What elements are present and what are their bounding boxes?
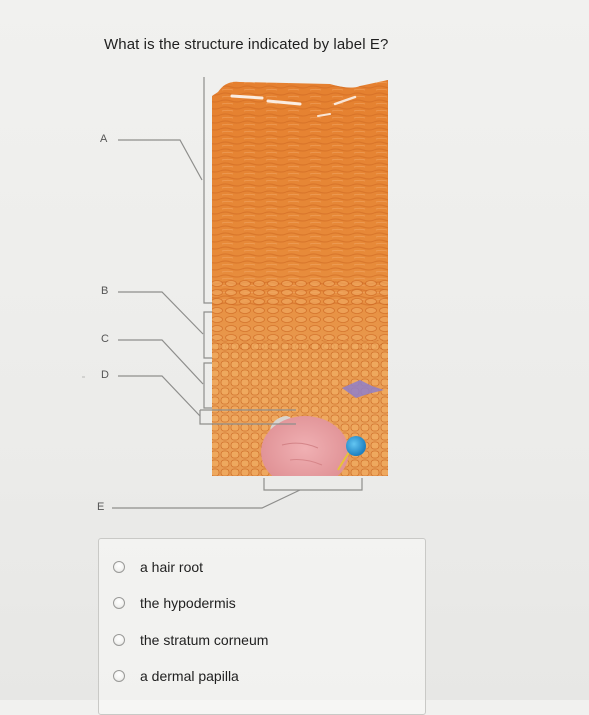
- radio-button[interactable]: [113, 634, 125, 646]
- radio-button[interactable]: [113, 561, 125, 573]
- quiz-page: What is the structure indicated by label…: [82, 36, 426, 715]
- answer-options: a hair root the hypodermis the stratum c…: [98, 538, 426, 715]
- label-b: B: [101, 285, 109, 297]
- option-hypodermis[interactable]: the hypodermis: [113, 591, 236, 615]
- option-label: a dermal papilla: [140, 668, 239, 684]
- option-label: the stratum corneum: [140, 632, 269, 648]
- label-e: E: [97, 501, 105, 513]
- label-c: C: [101, 333, 109, 345]
- option-label: a hair root: [140, 559, 204, 575]
- option-hair-root[interactable]: a hair root: [113, 555, 203, 579]
- option-dermal-papilla[interactable]: a dermal papilla: [113, 664, 239, 688]
- radio-button[interactable]: [113, 670, 125, 682]
- skin-tissue-block: [212, 80, 388, 476]
- epidermis-diagram: [82, 77, 388, 509]
- option-label: the hypodermis: [140, 595, 236, 611]
- question-text: What is the structure indicated by label…: [104, 36, 389, 53]
- label-lines: [112, 77, 363, 509]
- label-d: D: [101, 369, 109, 381]
- radio-button[interactable]: [113, 597, 125, 609]
- label-a: A: [100, 133, 108, 145]
- option-stratum-corneum[interactable]: the stratum corneum: [113, 628, 268, 652]
